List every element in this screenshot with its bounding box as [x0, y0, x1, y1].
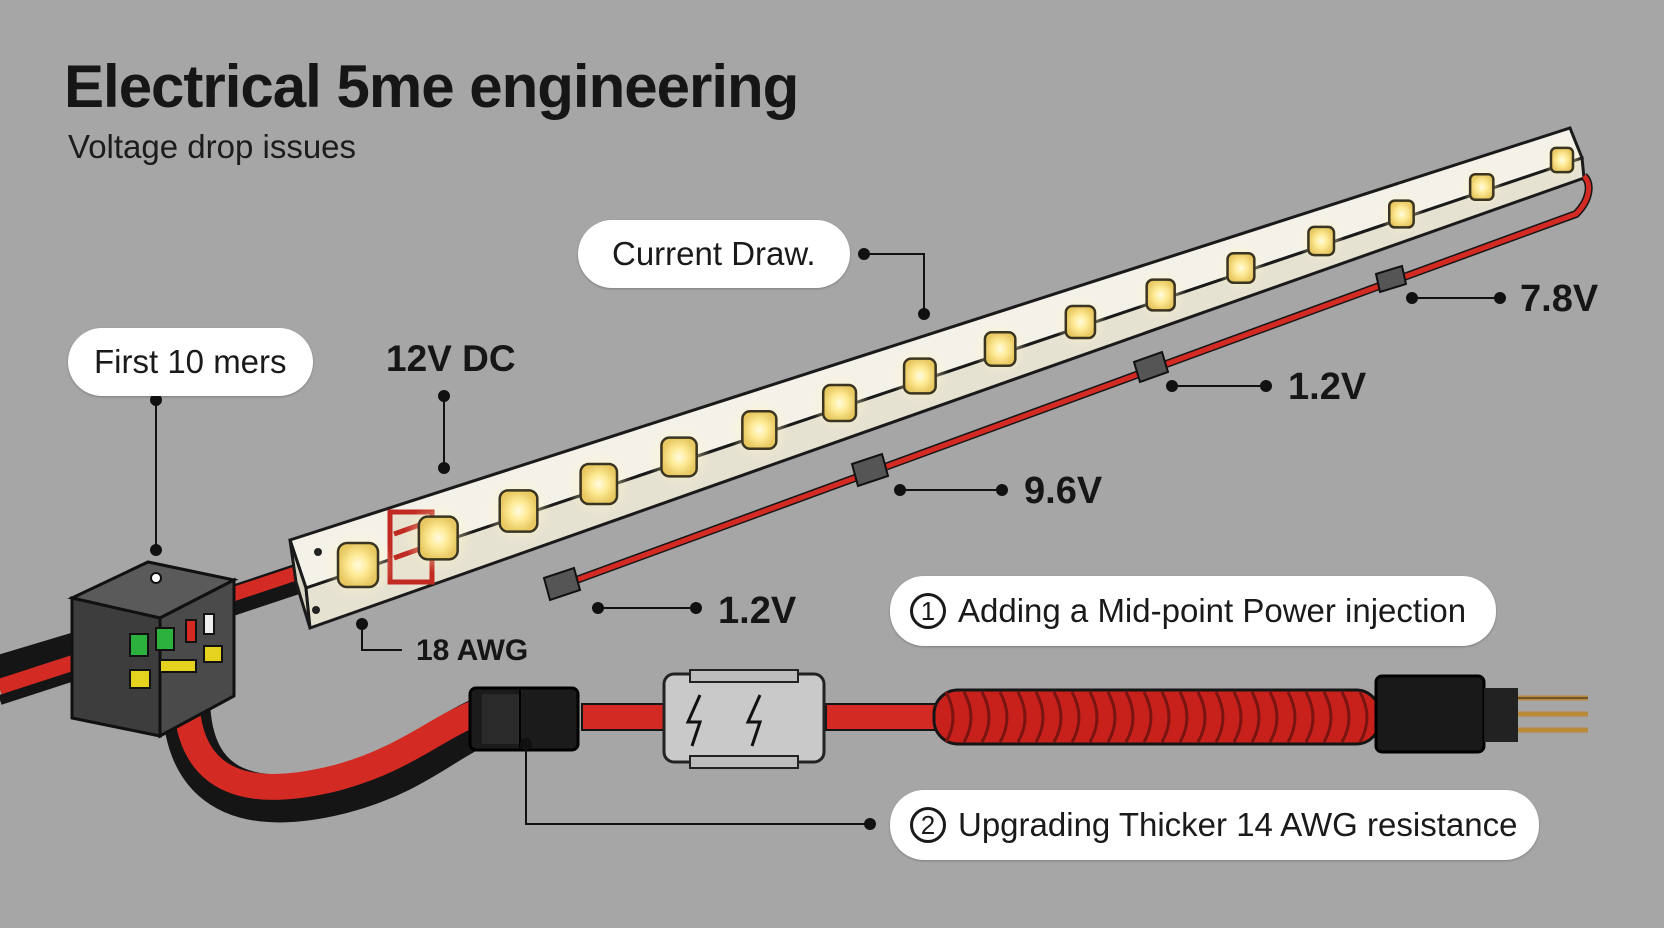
- led-chip: [1226, 252, 1256, 284]
- led-chip: [579, 462, 619, 506]
- braid-strand: [1070, 691, 1081, 743]
- braid-strand: [1358, 691, 1369, 743]
- callout-current-draw-label: Current Draw.: [612, 235, 816, 272]
- main-power-cable: [0, 631, 97, 705]
- led-chip: [821, 383, 858, 423]
- page-title: Electrical 5me engineering: [64, 53, 799, 120]
- wire-clip: [1374, 264, 1408, 294]
- led-chip: [417, 515, 459, 561]
- led-chip: [1064, 304, 1097, 340]
- braid-strand: [962, 691, 973, 743]
- wire-clip: [850, 452, 890, 488]
- braid-strand: [1214, 691, 1225, 743]
- wire-clip: [542, 566, 582, 602]
- callout-current-draw: Current Draw.: [578, 220, 850, 288]
- braid-strand: [1124, 691, 1135, 743]
- braid-strand: [1250, 691, 1261, 743]
- led-chip: [336, 541, 380, 589]
- braid-strand: [1160, 691, 1171, 743]
- page-subtitle: Voltage drop issues: [68, 128, 357, 165]
- braid-strand: [944, 691, 955, 743]
- braid-strand: [980, 691, 991, 743]
- led-chip: [1549, 146, 1575, 174]
- solution-1-text: Adding a Mid-point Power injection: [958, 592, 1467, 629]
- callout-first-meters: First 10 mers: [68, 328, 313, 396]
- led-chip: [1468, 172, 1495, 202]
- label-voltage-near: 1.2V: [718, 590, 797, 632]
- label-voltage-second: 9.6V: [1024, 470, 1103, 512]
- braid-strand: [1268, 691, 1279, 743]
- braid-strand: [1178, 691, 1189, 743]
- led-chip: [902, 357, 937, 395]
- label-voltage-end: 7.8V: [1520, 278, 1599, 320]
- led-chips: [322, 140, 1582, 601]
- led-chip: [1145, 278, 1176, 312]
- braid-strand: [1052, 691, 1063, 743]
- solution-1: 1 Adding a Mid-point Power injection: [890, 576, 1497, 646]
- sense-wire: [542, 173, 1593, 602]
- braid-strand: [1286, 691, 1297, 743]
- label-voltage-third: 1.2V: [1288, 366, 1367, 408]
- wire-clip: [1132, 350, 1170, 384]
- leader-lines: [150, 248, 1506, 830]
- braid-strand: [1088, 691, 1099, 743]
- strip-feed-cable: [223, 563, 305, 617]
- solution-2-number: 2: [910, 807, 946, 843]
- braid-strand: [1034, 691, 1045, 743]
- junction-box-icon: [67, 560, 239, 739]
- braid-strand: [998, 691, 1009, 743]
- braided-cable: [932, 688, 1382, 746]
- braid-strand: [1106, 691, 1117, 743]
- end-connector: [1374, 674, 1588, 754]
- led-chip: [741, 410, 778, 450]
- solution-1-number: 1: [910, 593, 946, 629]
- led-chip: [498, 489, 539, 533]
- led-chip: [1388, 199, 1415, 229]
- braid-strand: [1142, 691, 1153, 743]
- label-supply-voltage: 12V DC: [386, 338, 516, 379]
- braid-strand: [1016, 691, 1027, 743]
- label-strip-gauge: 18 AWG: [416, 634, 529, 667]
- solution-2-text: Upgrading Thicker 14 AWG resistance: [958, 806, 1518, 843]
- led-chip: [660, 436, 698, 478]
- braid-strand: [1340, 691, 1351, 743]
- upgrade-cable: [162, 676, 937, 823]
- braid-strand: [1196, 691, 1207, 743]
- callout-first-meters-label: First 10 mers: [94, 343, 287, 380]
- connector-plug-icon: [468, 686, 580, 752]
- led-chip: [1307, 225, 1336, 257]
- braid-strand: [1322, 691, 1333, 743]
- solution-2: 2 Upgrading Thicker 14 AWG resistance: [890, 790, 1540, 860]
- braid-strand: [1232, 691, 1243, 743]
- braid-strand: [1304, 691, 1315, 743]
- lightning-bolt-icon: [662, 669, 826, 769]
- led-chip: [983, 331, 1017, 367]
